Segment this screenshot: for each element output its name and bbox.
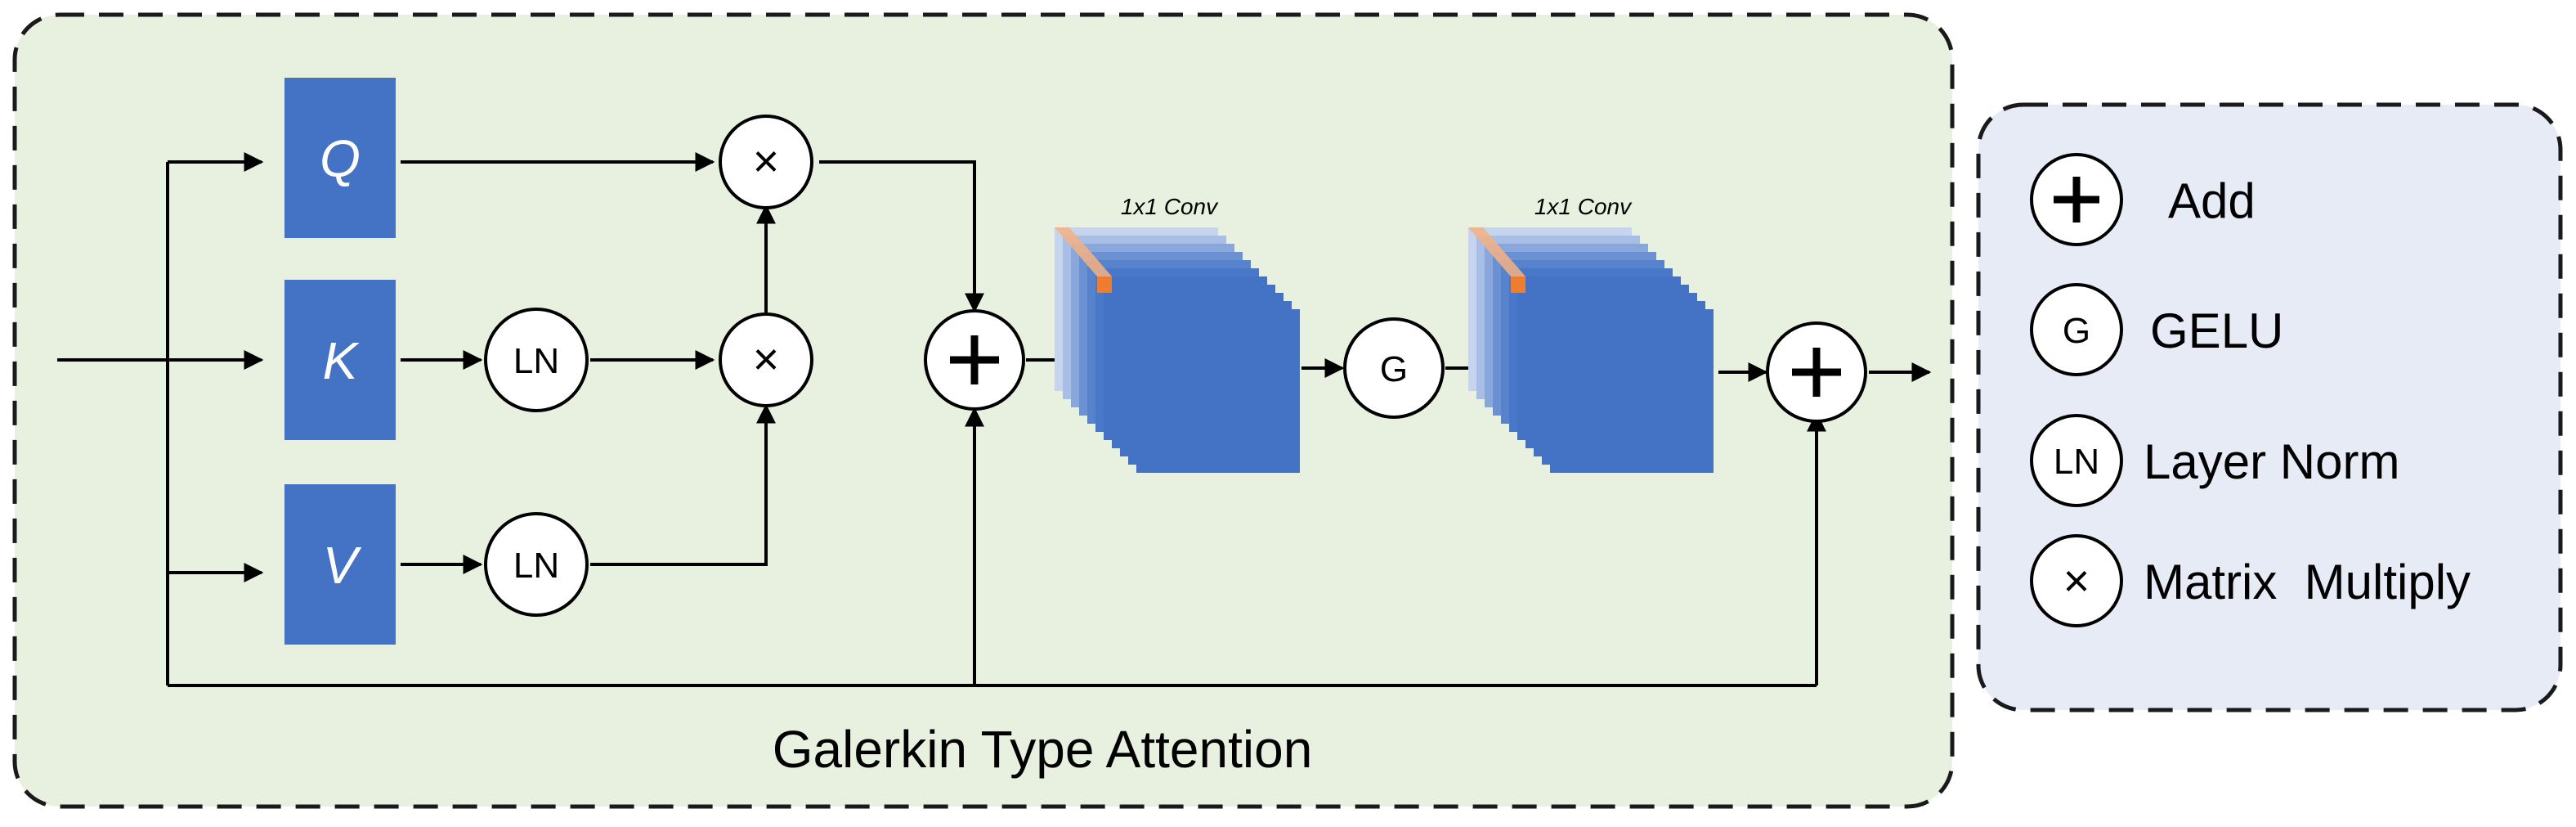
diagram-title: Galerkin Type Attention [773, 720, 1313, 779]
legend-item-matrix-multiply: × Matrix Multiply [2030, 534, 2471, 627]
legend-label-layer-norm: Layer Norm [2144, 434, 2399, 489]
legend-item-gelu: G GELU [2030, 283, 2283, 376]
connection-lines [57, 152, 1932, 687]
legend-label-gelu: GELU [2150, 303, 2283, 358]
add-node-1 [924, 309, 1025, 411]
value-block: V [284, 484, 396, 645]
matmul-node-bottom: × [719, 312, 813, 407]
legend-symbol-gelu: G [2063, 311, 2090, 351]
matmul-symbol-top: × [753, 135, 780, 187]
conv-front-face-2 [1550, 309, 1714, 473]
legend-panel [1976, 102, 2563, 712]
conv-front-face-1 [1136, 309, 1300, 473]
ln-label-v: LN [513, 546, 559, 586]
legend-symbol-matmul: × [2063, 555, 2090, 606]
conv-block-1: 1x1 Conv [1055, 194, 1300, 473]
conv-kernel-marker-2 [1511, 276, 1525, 293]
query-block: Q [284, 78, 396, 238]
conv-kernel-marker-1 [1097, 276, 1112, 293]
conv-block-2: 1x1 Conv [1468, 194, 1714, 473]
legend-label-matrix-multiply: Matrix Multiply [2144, 555, 2471, 609]
legend-item-add: Add [2030, 153, 2256, 246]
conv-label-2: 1x1 Conv [1534, 194, 1633, 219]
gelu-symbol: G [1380, 349, 1408, 389]
key-block: K [284, 280, 396, 440]
matmul-node-top: × [719, 115, 813, 209]
gelu-node: G [1343, 317, 1445, 419]
legend-item-layer-norm: LN Layer Norm [2030, 414, 2399, 507]
layer-norm-node-k: LN [484, 308, 589, 412]
layer-norm-node-v: LN [484, 512, 589, 617]
query-label: Q [320, 129, 361, 188]
add-node-2 [1766, 321, 1867, 423]
ln-label-k: LN [513, 341, 559, 381]
legend-label-add: Add [2168, 173, 2256, 228]
key-label: K [323, 331, 361, 390]
matmul-symbol-bottom: × [753, 333, 780, 384]
legend-symbol-ln: LN [2054, 442, 2099, 482]
conv-label-1: 1x1 Conv [1121, 194, 1219, 219]
value-label: V [323, 536, 362, 595]
